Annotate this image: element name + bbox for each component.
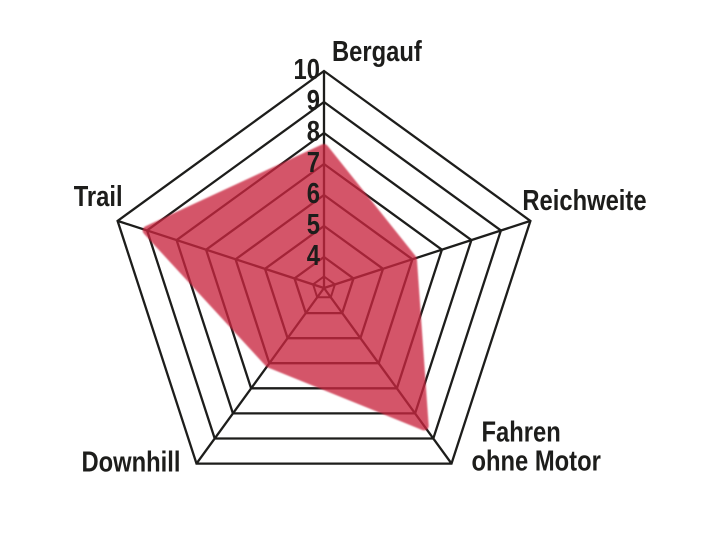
grid-ring-10 <box>116 69 532 465</box>
grid-ring-9 <box>145 100 503 440</box>
tick-label-8: 8 <box>307 115 320 148</box>
axis-label-downhill: Downhill <box>81 445 180 478</box>
data-polygon <box>142 144 429 431</box>
tick-label-5: 5 <box>307 208 320 241</box>
axis-label-bergauf: Bergauf <box>332 35 422 68</box>
axis-label-fahren-ohne-motor-line2: ohne Motor <box>472 444 601 477</box>
data-series <box>142 144 429 431</box>
tick-label-6: 6 <box>307 177 320 210</box>
axis-label-fahren-ohne-motor-line1: Fahren <box>482 415 561 448</box>
tick-label-10: 10 <box>294 53 320 86</box>
axis-label-reichweite: Reichweite <box>522 184 646 217</box>
tick-label-4: 4 <box>307 239 320 272</box>
axis-label-trail: Trail <box>74 180 123 213</box>
tick-label-7: 7 <box>307 146 320 179</box>
tick-label-9: 9 <box>307 84 320 117</box>
